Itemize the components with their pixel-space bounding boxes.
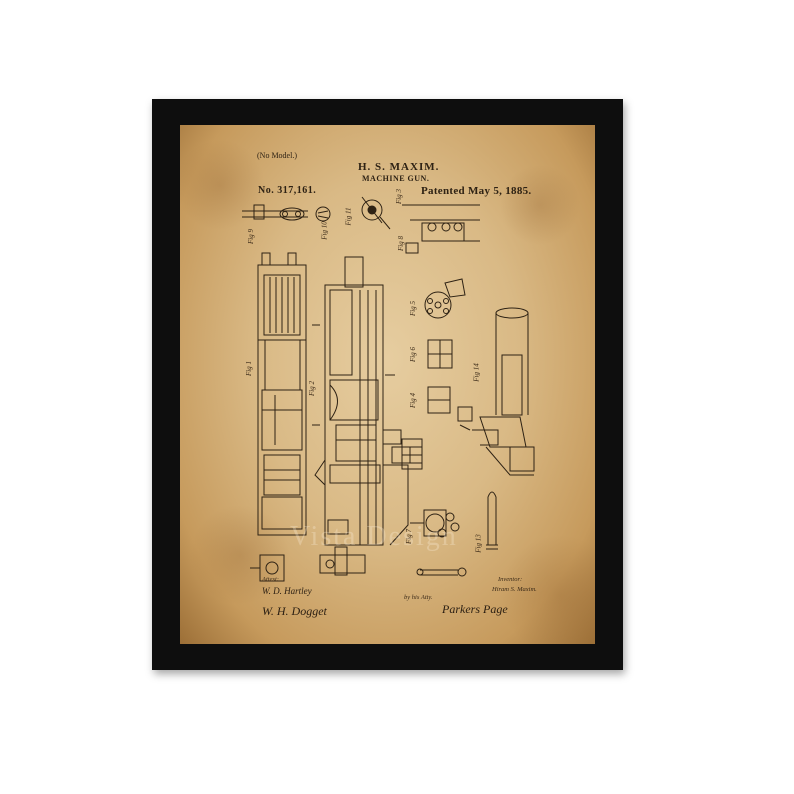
fig-2-drawing (314, 256, 423, 576)
inventor-header: H. S. MAXIM. (358, 161, 440, 173)
attorney-prefix: by his Atty. (404, 594, 433, 601)
fig-label-13: Fig 13 (474, 534, 483, 553)
fig-label-8: Fig 8 (396, 236, 405, 251)
fig-4-drawing (427, 386, 473, 422)
fig-label-9: Fig 9 (246, 229, 255, 244)
fig-label-11: Fig 11 (344, 207, 353, 226)
fig-label-3: Fig 3 (394, 189, 403, 204)
fig-label-2: Fig 2 (307, 381, 316, 396)
fig-label-10: Fig 10 (320, 221, 329, 240)
fig-label-4: Fig 4 (408, 393, 417, 408)
model-note: (No Model.) (257, 151, 297, 160)
witness-signature-2: W. H. Dogget (262, 604, 327, 618)
fig-1-drawing (250, 252, 307, 582)
fig-label-14: Fig 14 (472, 363, 481, 382)
fig-label-6: Fig 6 (408, 347, 417, 362)
inventor-label: Inventor: (498, 576, 523, 583)
fig-6-drawing (427, 339, 453, 369)
witness-label: Attest: (262, 576, 279, 583)
fig-5-drawing (424, 278, 466, 319)
patent-date: Patented May 5, 1885. (421, 185, 532, 197)
patent-title: MACHINE GUN. (362, 174, 430, 183)
witness-signature-1: W. D. Hartley (262, 586, 312, 596)
fig-12-drawing (416, 567, 467, 577)
fig-7-drawing (410, 509, 460, 538)
fig-14-drawing (459, 307, 535, 476)
fig-3-drawing (402, 204, 480, 254)
patent-number: No. 317,161. (258, 185, 317, 196)
fig-9-drawing (242, 204, 308, 221)
fig-label-1: Fig 1 (244, 361, 253, 376)
patent-drawing (180, 140, 595, 644)
fig-11-drawing (361, 196, 391, 230)
patent-print: (No Model.) H. S. MAXIM. MACHINE GUN. No… (180, 125, 595, 644)
fig-10-drawing (315, 206, 331, 222)
attorney-signature: Parkers Page (442, 602, 508, 616)
watermark: Vista Design (290, 521, 458, 552)
fig-label-5: Fig 5 (408, 301, 417, 316)
inventor-name: Hiram S. Maxim. (492, 586, 537, 593)
fig-13-drawing (486, 491, 498, 550)
